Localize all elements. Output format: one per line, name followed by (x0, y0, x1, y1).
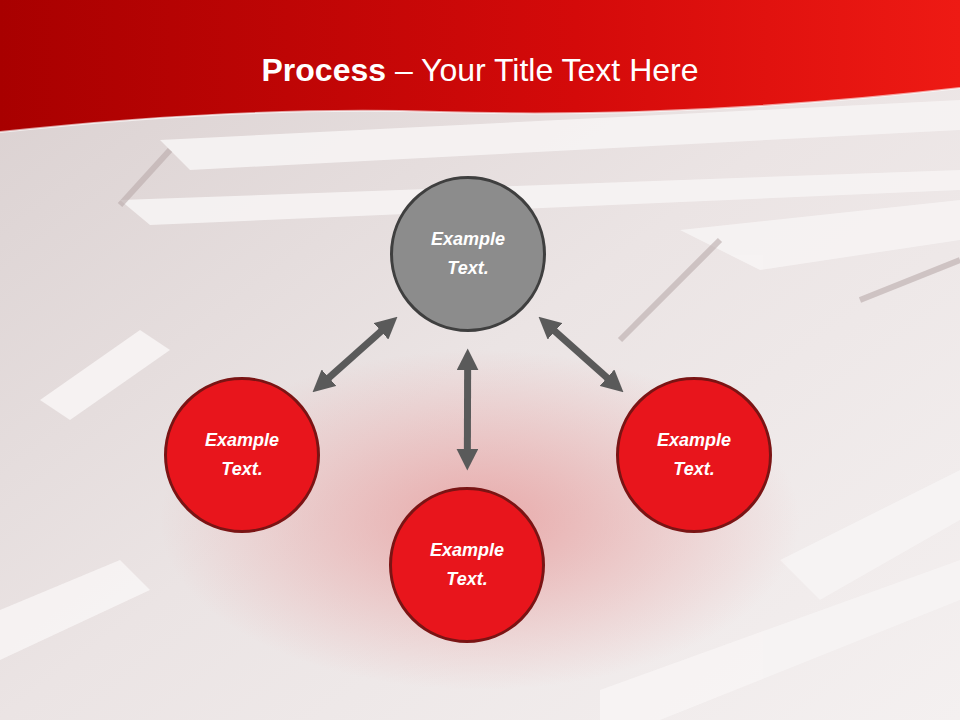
slide-title: Process – Your Title Text Here (0, 52, 960, 89)
red-circle: Example Text. (616, 377, 772, 533)
circle-label: Example Text. (644, 426, 744, 484)
circle-outline (389, 487, 545, 643)
circle-shape (392, 178, 545, 331)
circle-outline (164, 377, 320, 533)
maze-walls (0, 100, 960, 720)
title-banner (0, 0, 960, 132)
double-arrow (464, 366, 471, 453)
circle-shape (391, 489, 544, 642)
circle-shape (166, 379, 319, 532)
double-arrow (326, 328, 385, 380)
gray-circle: Example Text. (390, 176, 546, 332)
circle-label: Example Text. (417, 536, 517, 594)
circle-content: Example Text. (390, 176, 546, 332)
circle-content: Example Text. (164, 377, 320, 533)
circle-content: Example Text. (389, 487, 545, 643)
circle-label: Example Text. (192, 426, 292, 484)
red-circle: Example Text. (164, 377, 320, 533)
maze-lines (120, 150, 960, 340)
circle-label: Example Text. (418, 225, 518, 283)
banner-edge (0, 88, 960, 132)
red-circle: Example Text. (389, 487, 545, 643)
circle-shape (618, 379, 771, 532)
double-arrow (552, 328, 611, 380)
circle-outline (390, 176, 546, 332)
red-glow (160, 350, 800, 690)
circle-content: Example Text. (616, 377, 772, 533)
circle-outline (616, 377, 772, 533)
